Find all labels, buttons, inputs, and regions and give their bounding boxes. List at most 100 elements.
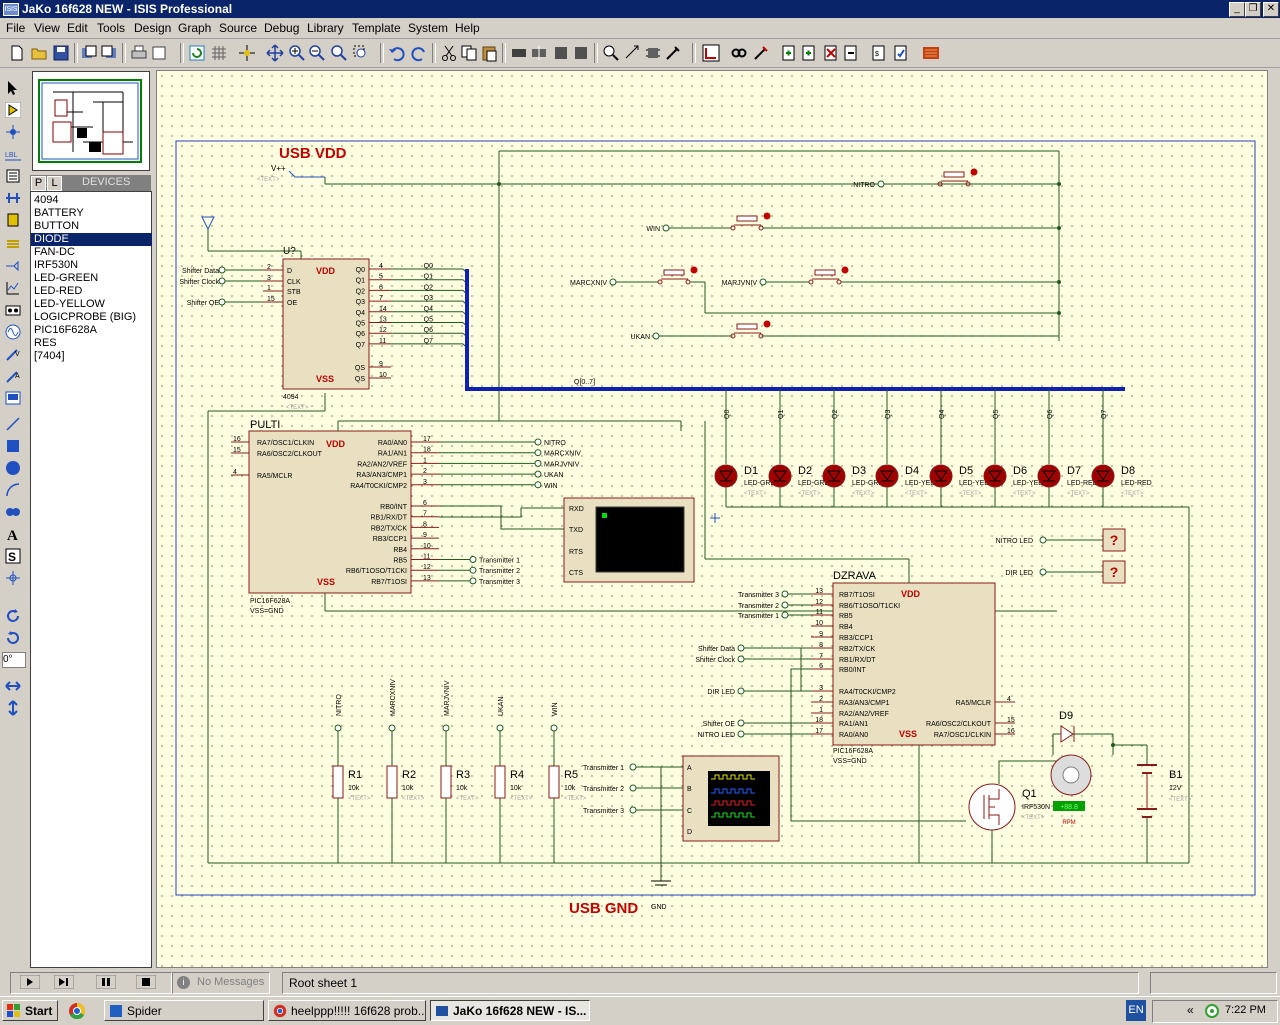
zoom-area-icon[interactable] <box>352 44 370 62</box>
search-tag-icon[interactable] <box>730 44 748 62</box>
pause-button[interactable] <box>96 975 116 989</box>
bus-icon[interactable] <box>5 190 21 206</box>
copy-icon[interactable] <box>460 44 478 62</box>
junction-dot-icon[interactable] <box>5 124 21 140</box>
menu-edit[interactable]: Edit <box>67 21 88 35</box>
mirror-vertical-icon[interactable] <box>5 700 21 716</box>
export-icon[interactable] <box>100 44 118 62</box>
save-icon[interactable] <box>52 44 70 62</box>
generator-icon[interactable] <box>5 324 21 340</box>
decompose-icon[interactable] <box>644 44 662 62</box>
exit-to-parent-icon[interactable] <box>842 44 860 62</box>
marker-tool-icon[interactable] <box>5 570 21 586</box>
selection-mode-icon[interactable] <box>5 80 21 96</box>
task-spider[interactable]: Spider <box>104 1000 264 1021</box>
subcircuit-icon[interactable] <box>5 212 21 228</box>
graph-icon[interactable] <box>5 280 21 296</box>
symbol-tool-icon[interactable]: S <box>5 548 21 564</box>
cut-icon[interactable] <box>440 44 458 62</box>
library-manager-tab[interactable]: L <box>47 176 62 191</box>
menu-source[interactable]: Source <box>219 21 258 35</box>
line-tool-icon[interactable] <box>5 416 21 432</box>
electrical-rule-check-icon[interactable] <box>892 44 910 62</box>
minimize-button[interactable]: _ <box>1229 2 1245 17</box>
arc-tool-icon[interactable] <box>5 482 21 498</box>
device-list-item[interactable]: PIC16F628A <box>34 324 97 336</box>
paste-icon[interactable] <box>480 44 498 62</box>
messages-status[interactable]: No Messages <box>197 976 265 988</box>
device-pin-icon[interactable] <box>5 258 21 274</box>
block-rotate-icon[interactable] <box>552 44 570 62</box>
device-list-item[interactable]: BATTERY <box>34 207 84 219</box>
redo-icon[interactable] <box>410 44 428 62</box>
device-list-item[interactable]: 4094 <box>34 194 59 206</box>
make-device-icon[interactable] <box>624 44 642 62</box>
netlist-to-ares-icon[interactable] <box>922 44 940 62</box>
device-list-item[interactable]: DIODE <box>31 233 152 246</box>
device-list-item[interactable]: BUTTON <box>34 220 80 232</box>
zoom-all-icon[interactable] <box>330 44 348 62</box>
box-tool-icon[interactable] <box>5 438 21 454</box>
pick-devices-tab[interactable]: P <box>31 176 46 191</box>
voltage-probe-icon[interactable]: V <box>5 346 21 362</box>
tape-recorder-icon[interactable] <box>5 302 21 318</box>
mirror-horizontal-icon[interactable] <box>5 678 21 694</box>
undo-icon[interactable] <box>388 44 406 62</box>
component-mode-icon[interactable] <box>5 102 21 118</box>
device-list-item[interactable]: IRF530N <box>34 259 79 271</box>
menu-library[interactable]: Library <box>307 21 344 35</box>
tray-expand-icon[interactable]: « <box>1187 1003 1194 1017</box>
remove-sheet-icon[interactable] <box>822 44 840 62</box>
task-isis-window[interactable]: JaKo 16f628 NEW - IS... <box>430 1000 590 1021</box>
zoom-in-icon[interactable] <box>288 44 306 62</box>
device-list-item[interactable]: FAN-DC <box>34 246 75 258</box>
rotation-angle-field[interactable]: 0° <box>2 652 26 668</box>
packaging-tool-icon[interactable] <box>664 44 682 62</box>
add-sheet-icon[interactable] <box>800 44 818 62</box>
menu-graph[interactable]: Graph <box>178 21 212 35</box>
new-sheet-icon[interactable] <box>780 44 798 62</box>
chrome-quicklaunch-icon[interactable] <box>68 1002 86 1020</box>
block-delete-icon[interactable] <box>572 44 590 62</box>
menu-tools[interactable]: Tools <box>97 21 126 35</box>
rotate-anticlockwise-icon[interactable] <box>5 630 21 646</box>
tray-app-icon[interactable] <box>1205 1004 1219 1018</box>
virtual-instrument-icon[interactable] <box>5 390 21 406</box>
rotate-clockwise-icon[interactable] <box>5 608 21 624</box>
menu-design[interactable]: Design <box>134 21 172 35</box>
device-list-item[interactable]: LED-YELLOW <box>34 298 105 310</box>
device-list-item[interactable]: LOGICPROBE (BIG) <box>34 311 137 323</box>
text-script-icon[interactable] <box>5 168 21 184</box>
zoom-out-icon[interactable] <box>308 44 326 62</box>
menu-template[interactable]: Template <box>352 21 401 35</box>
grid-icon[interactable] <box>210 44 228 62</box>
origin-icon[interactable] <box>238 44 256 62</box>
menu-view[interactable]: View <box>34 21 60 35</box>
redraw-icon[interactable] <box>188 44 206 62</box>
print-icon[interactable] <box>130 44 148 62</box>
pick-device-icon[interactable] <box>602 44 620 62</box>
menu-system[interactable]: System <box>408 21 449 35</box>
open-folder-icon[interactable] <box>30 44 48 62</box>
block-move-icon[interactable] <box>530 44 548 62</box>
terminal-icon[interactable] <box>5 236 21 252</box>
print-area-icon[interactable] <box>150 44 168 62</box>
menu-debug[interactable]: Debug <box>264 21 300 35</box>
stop-button[interactable] <box>136 975 156 989</box>
new-file-icon[interactable] <box>8 44 26 62</box>
circle-tool-icon[interactable] <box>5 460 21 476</box>
pan-icon[interactable] <box>266 44 284 62</box>
block-copy-icon[interactable] <box>510 44 528 62</box>
menu-file[interactable]: File <box>6 21 26 35</box>
device-list-item[interactable]: LED-GREEN <box>34 272 99 284</box>
device-list-item[interactable]: LED-RED <box>34 285 83 297</box>
current-probe-icon[interactable]: A <box>5 368 21 384</box>
step-button[interactable] <box>54 975 74 989</box>
device-list-item[interactable]: RES <box>34 337 57 349</box>
wire-label-icon[interactable]: LBL <box>5 146 21 162</box>
device-list-item[interactable]: [7404] <box>34 350 65 362</box>
start-button[interactable]: Start <box>2 1000 58 1021</box>
